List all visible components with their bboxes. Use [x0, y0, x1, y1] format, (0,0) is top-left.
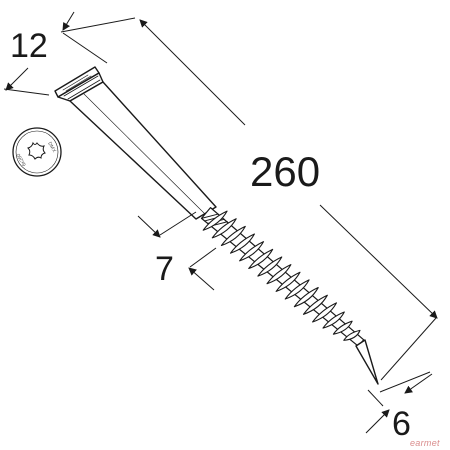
dimension-shank-diameter [137, 211, 217, 291]
label-head-diameter: 12 [10, 27, 48, 65]
dimension-thread-diameter [365, 371, 433, 434]
thread-ridge [322, 311, 345, 329]
dimension-head-diameter [3, 11, 136, 96]
thread-ridge [293, 287, 319, 308]
thread-ridge [239, 241, 265, 262]
screw-tip [355, 339, 379, 385]
thread-ridge [284, 279, 310, 300]
thread-ridge [266, 264, 292, 285]
label-shank-diameter: 7 [155, 250, 174, 288]
arrow-icon [319, 204, 438, 319]
thread-ridge [248, 248, 274, 269]
arrow-icon [137, 215, 161, 238]
thread-flute [201, 213, 219, 219]
label-length: 260 [250, 148, 320, 195]
arrow-icon [365, 409, 390, 434]
thread-ridge [332, 320, 353, 335]
screw-head [54, 66, 104, 102]
torx-recess-icon: DMX 6x260 [12, 127, 62, 177]
thread-ridge [257, 256, 283, 277]
thread-ridge [312, 302, 338, 323]
screw-icon [54, 66, 379, 385]
thread-ridge [302, 294, 328, 315]
screw-shank [69, 81, 217, 220]
thread-ridge [229, 233, 255, 254]
thread-ridge [343, 329, 361, 341]
watermark: earmet [410, 438, 440, 448]
thread-ridge [211, 218, 237, 239]
arrow-icon [5, 67, 29, 91]
thread-ridge [275, 271, 301, 292]
arrow-icon [188, 267, 215, 291]
arrow-icon [139, 19, 246, 126]
thread-ridge [202, 210, 228, 231]
dimension-lines [3, 11, 438, 434]
label-thread-diameter: 6 [392, 405, 411, 443]
arrow-icon [404, 373, 433, 394]
head-stamp-brand: DMX [46, 141, 57, 154]
dimension-length [62, 19, 438, 381]
thread-ridge [220, 225, 246, 247]
arrow-icon [62, 11, 75, 31]
screw-thread [200, 207, 365, 347]
